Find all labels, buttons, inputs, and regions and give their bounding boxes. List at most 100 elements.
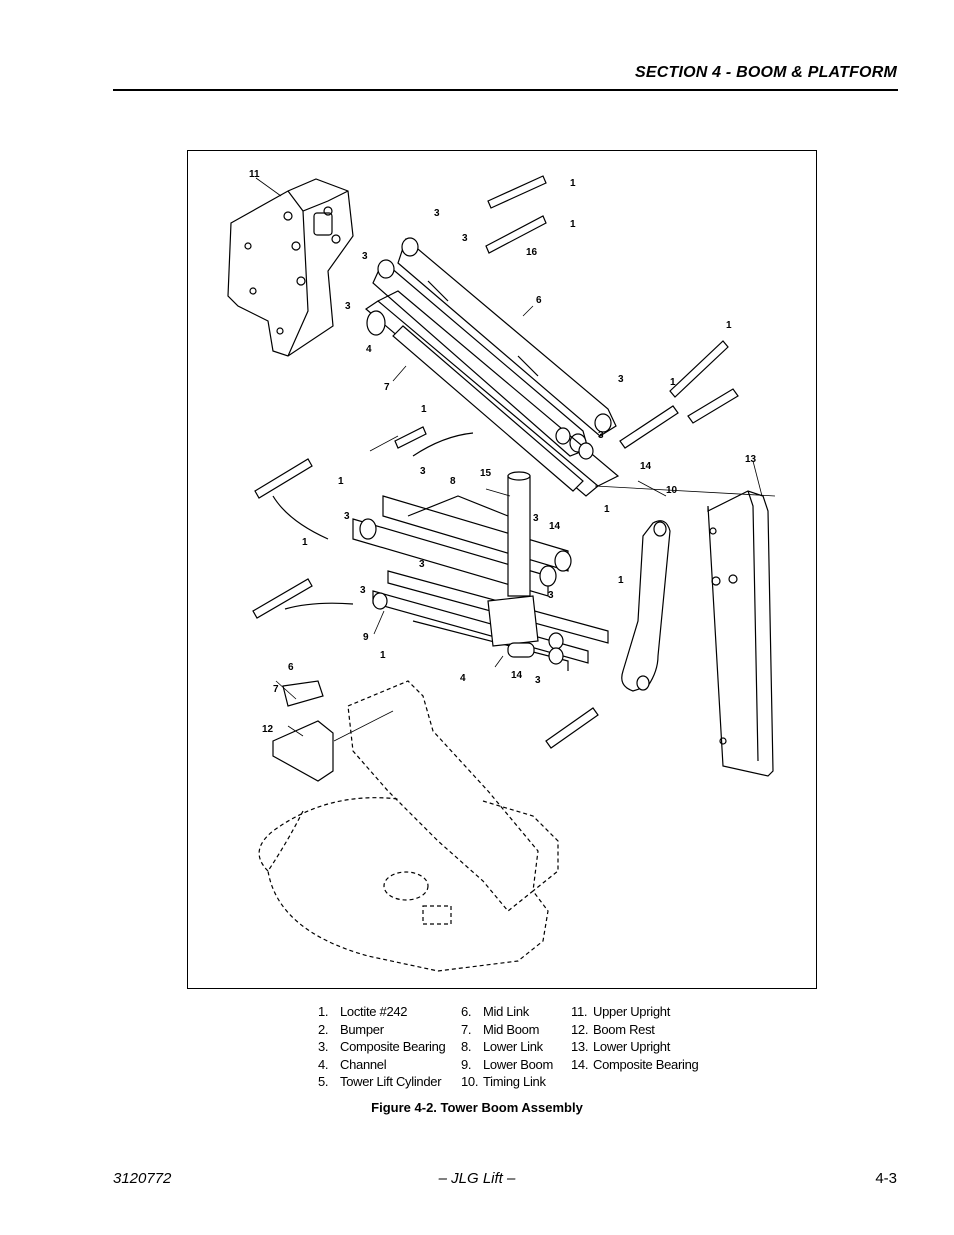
legend-item: 1. Loctite #242 bbox=[318, 1003, 445, 1021]
legend-label: Bumper bbox=[340, 1021, 384, 1037]
legend-number: 9. bbox=[461, 1056, 472, 1072]
callout-label: 3 bbox=[598, 430, 604, 441]
legend-label: Lower Boom bbox=[483, 1056, 553, 1072]
callout-label: 1 bbox=[618, 575, 624, 586]
callout-label: 3 bbox=[420, 466, 426, 477]
legend-number: 5. bbox=[318, 1074, 329, 1089]
callout-label: 3 bbox=[344, 511, 350, 522]
callout-label: 3 bbox=[362, 251, 368, 262]
callout-label: 9 bbox=[363, 632, 369, 643]
legend-label: Channel bbox=[340, 1056, 387, 1072]
callout-label: 3 bbox=[548, 590, 554, 601]
callout-label: 15 bbox=[480, 468, 492, 479]
legend-number: 7. bbox=[461, 1021, 472, 1037]
callout-label: 1 bbox=[726, 320, 732, 331]
callout-label: 3 bbox=[419, 559, 425, 570]
timing-link-part bbox=[622, 521, 670, 691]
mid-boom-part bbox=[366, 291, 618, 496]
tower-lift-cylinder-part bbox=[508, 472, 530, 596]
legend-label: Composite Bearing bbox=[593, 1056, 699, 1072]
legend-label: Upper Upright bbox=[593, 1004, 671, 1019]
legend-number: 12. bbox=[571, 1021, 589, 1037]
pins bbox=[253, 176, 738, 748]
tower-boom-assembly-drawing: 11 1 3 1 3 16 3 6 3 4 1 7 3 1 1 3 14 13 … bbox=[188, 169, 818, 990]
legend-item: 8. Lower Link bbox=[461, 1038, 553, 1056]
legend-item: 14.Composite Bearing bbox=[571, 1056, 699, 1074]
legend-number: 14. bbox=[571, 1056, 589, 1072]
mid-link-part bbox=[373, 238, 616, 456]
callout-label: 6 bbox=[288, 662, 294, 673]
leader-lines bbox=[256, 178, 775, 741]
callout-label: 12 bbox=[262, 724, 274, 735]
legend-item: 3. Composite Bearing bbox=[318, 1038, 446, 1056]
header-rule bbox=[113, 89, 898, 91]
legend-number: 3. bbox=[318, 1039, 329, 1054]
legend-label: Tower Lift Cylinder bbox=[340, 1074, 442, 1089]
callout-label: 7 bbox=[273, 684, 279, 695]
callout-label: 6 bbox=[536, 295, 542, 306]
callout-label: 8 bbox=[450, 476, 456, 487]
legend-item: 7. Mid Boom bbox=[461, 1021, 553, 1039]
legend-label: Mid Boom bbox=[483, 1021, 540, 1037]
legend-label: Boom Rest bbox=[593, 1021, 655, 1037]
legend-number: 6. bbox=[461, 1004, 472, 1019]
callout-label: 3 bbox=[360, 585, 366, 596]
legend-label: Lower Upright bbox=[593, 1039, 671, 1054]
callout-labels: 11 1 3 1 3 16 3 6 3 4 1 7 3 1 1 3 14 13 … bbox=[249, 169, 757, 735]
legend-number: 11. bbox=[571, 1004, 588, 1019]
callout-label: 4 bbox=[366, 344, 372, 355]
legend-label: Composite Bearing bbox=[340, 1039, 446, 1054]
legend-item: 6. Mid Link bbox=[461, 1003, 553, 1021]
legend-number: 1. bbox=[318, 1004, 329, 1019]
figure-frame: 11 1 3 1 3 16 3 6 3 4 1 7 3 1 1 3 14 13 … bbox=[187, 150, 817, 989]
callout-label: 3 bbox=[345, 301, 351, 312]
callout-label: 1 bbox=[302, 537, 308, 548]
upper-upright-part bbox=[228, 179, 353, 356]
legend-number: 8. bbox=[461, 1039, 472, 1054]
section-title: SECTION 4 - BOOM & PLATFORM bbox=[635, 64, 897, 81]
callout-label: 16 bbox=[526, 247, 538, 258]
legend-number: 13. bbox=[571, 1039, 589, 1054]
legend-item: 2. Bumper bbox=[318, 1021, 445, 1039]
legend-label: Loctite #242 bbox=[340, 1004, 408, 1019]
legend-label: Timing Link bbox=[483, 1074, 546, 1089]
legend-label: Mid Link bbox=[483, 1004, 530, 1019]
turntable-base bbox=[259, 681, 558, 971]
legend-label: Lower Link bbox=[483, 1039, 543, 1054]
legend-item: 10.Timing Link bbox=[461, 1073, 553, 1091]
callout-label: 1 bbox=[421, 404, 427, 415]
boom-rest-part bbox=[273, 681, 333, 781]
callout-label: 1 bbox=[570, 219, 576, 230]
legend-item: 11. Upper Upright bbox=[571, 1003, 698, 1021]
lower-link-part bbox=[353, 496, 571, 596]
callout-label: 14 bbox=[640, 461, 652, 472]
callout-label: 3 bbox=[535, 675, 541, 686]
legend-item: 9. Lower Boom bbox=[461, 1056, 553, 1074]
figure-caption: Figure 4-2. Tower Boom Assembly bbox=[371, 1100, 583, 1115]
lower-upright-part bbox=[708, 491, 773, 776]
callout-label: 1 bbox=[604, 504, 610, 515]
legend-item: 12.Boom Rest bbox=[571, 1021, 698, 1039]
callout-label: 1 bbox=[338, 476, 344, 487]
callout-label: 3 bbox=[533, 513, 539, 524]
legend-number: 2. bbox=[318, 1021, 329, 1037]
legend-number: 4. bbox=[318, 1056, 329, 1072]
callout-label: 13 bbox=[745, 454, 757, 465]
lower-boom-part bbox=[373, 571, 608, 671]
legend-column-2: 6. Mid Link 7. Mid Boom 8. Lower Link 9. Low… bbox=[461, 1003, 553, 1091]
parts-legend: 1. Loctite #242 2. Bumper 3. Composite Bear… bbox=[0, 1003, 954, 1093]
callout-label: 3 bbox=[462, 233, 468, 244]
legend-column-3: 11. Upper Upright 12.Boom Rest 13. Lower U… bbox=[571, 1003, 699, 1074]
footer-center-text: – JLG Lift – bbox=[438, 1170, 516, 1187]
callout-label: 11 bbox=[249, 169, 260, 180]
callout-label: 10 bbox=[666, 485, 678, 496]
legend-item: 5. Tower Lift Cylinder bbox=[318, 1073, 445, 1091]
rotation-arrows bbox=[273, 433, 473, 609]
callout-label: 1 bbox=[670, 377, 676, 388]
callout-label: 4 bbox=[460, 673, 466, 684]
callout-label: 3 bbox=[434, 208, 440, 219]
footer-page-number: 4-3 bbox=[875, 1170, 897, 1187]
legend-column-1: 1. Loctite #242 2. Bumper 3. Composite Bear… bbox=[318, 1003, 446, 1091]
callout-label: 7 bbox=[384, 382, 390, 393]
footer-doc-number: 3120772 bbox=[113, 1170, 172, 1187]
